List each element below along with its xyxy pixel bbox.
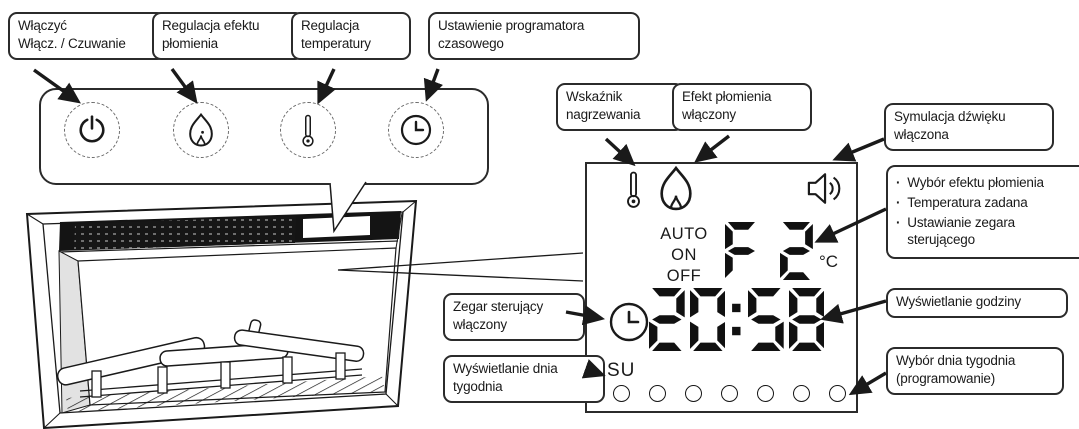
callout-power: Włączyć Włącz. / Czuwanie [8,12,166,60]
fireplace-grate-posts [91,352,346,398]
day-slot-circle[interactable] [649,385,666,402]
bullet-icon: · [896,214,901,230]
thermometer-icon [302,114,314,147]
day-selector-row [613,385,846,402]
mode-indicators: AUTO ON OFF [647,224,721,287]
clock-icon [609,302,649,342]
callout-timer: Ustawienie programatora czasowego [428,12,640,60]
callout-timer-active: Zegar sterujący włączony [443,293,585,341]
temperature-button[interactable] [280,102,336,158]
mode-off: OFF [666,267,702,286]
clock-icon [400,114,432,146]
control-panel [39,88,489,185]
day-slot-circle[interactable] [685,385,702,402]
flame-icon [660,166,692,211]
timer-button[interactable] [388,102,444,158]
flame-icon [189,113,213,147]
mode-auto: AUTO [660,225,708,243]
callout-value-functions: ·Wybór efektu płomienia ·Temperatura zad… [886,165,1079,260]
flame-effect-button[interactable] [173,102,229,158]
callout-heat-indicator: Wskaźnik nagrzewania [556,83,684,131]
mode-on: ON [671,246,697,265]
callout-sound-on: Symulacja dźwięku włączona [884,103,1054,151]
power-icon [79,115,105,143]
speaker-icon [807,173,841,204]
bullet-icon: · [896,194,901,210]
day-slot-circle[interactable] [829,385,846,402]
fireplace-glass [77,247,397,406]
callout-flame-on: Efekt płomienia włączony [672,83,812,131]
bullet-icon: · [896,175,901,190]
day-slot-circle[interactable] [757,385,774,402]
day-slot-circle[interactable] [793,385,810,402]
callout-day-display: Wyświetlanie dnia tygodnia [443,355,605,403]
lcd-display-panel: AUTO ON OFF °C SU [585,162,858,413]
callout-temperature: Regulacja temperatury [291,12,411,60]
thermometer-icon [627,171,640,208]
list-item: ·Wybór efektu płomienia [896,175,1044,190]
callout-flame-effect: Regulacja efektu płomienia [152,12,304,60]
day-slot-circle[interactable] [613,385,630,402]
day-slot-circle[interactable] [721,385,738,402]
fireplace-display-window [303,216,370,238]
callout-time-display: Wyświetlanie godziny [886,288,1068,318]
time-display [649,288,825,351]
list-item: ·Ustawianie zegara sterującego [896,214,1015,248]
day-of-week: SU [607,360,636,381]
power-button[interactable] [64,102,120,158]
list-item: ·Temperatura zadana [896,194,1028,210]
temperature-flame-value [725,222,814,280]
callout-day-select: Wybór dnia tygodnia (programowanie) [886,347,1064,395]
celsius-unit: °C [819,252,839,271]
